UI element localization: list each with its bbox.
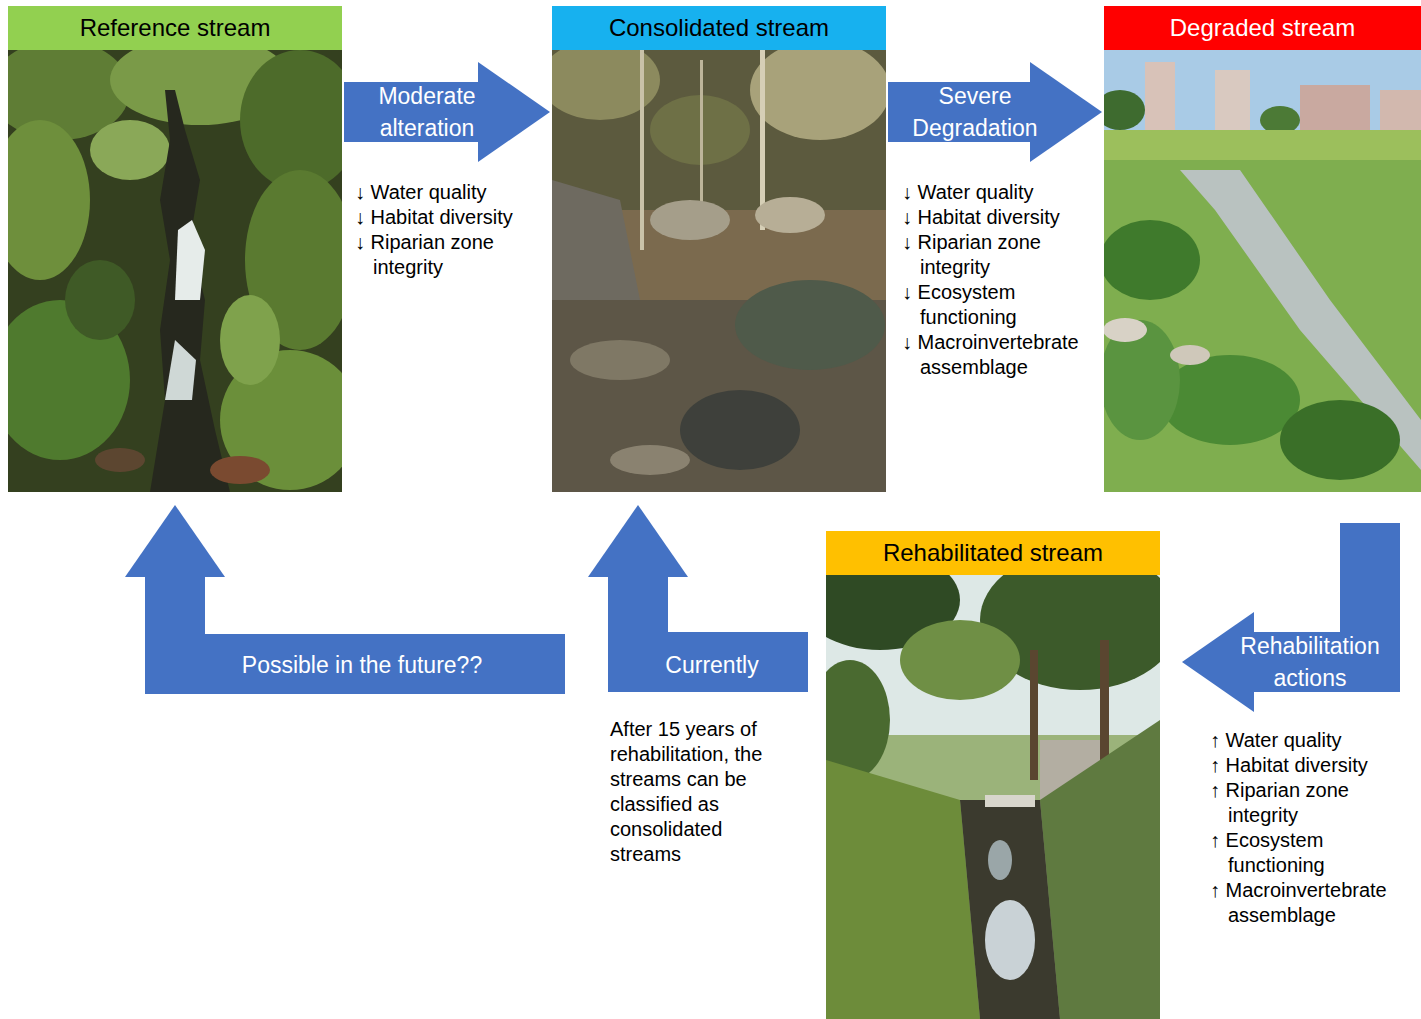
panel-header: Degraded stream <box>1104 6 1421 50</box>
photo-detail <box>240 50 342 190</box>
panel-title: Consolidated stream <box>609 6 829 50</box>
stream-photo <box>826 575 1160 1019</box>
effect-item: ↑ Habitat diversity <box>1210 753 1405 778</box>
photo-detail <box>210 456 270 484</box>
effect-item: ↑ Macroinvertebrate assemblage <box>1210 878 1405 928</box>
photo-detail <box>1104 90 1145 130</box>
effect-item: ↓ Water quality <box>902 180 1097 205</box>
photo-detail <box>8 120 90 280</box>
photo-detail <box>570 340 670 380</box>
block-arrow <box>344 62 550 162</box>
photo-detail <box>175 220 205 300</box>
arrow-label: Moderate alteration <box>352 80 502 144</box>
stream-photo <box>1104 50 1421 492</box>
photo-area <box>1145 62 1175 130</box>
panel-title: Reference stream <box>80 6 271 50</box>
photo-area <box>985 795 1035 807</box>
photo-detail <box>750 50 886 140</box>
arrow-body <box>175 577 565 664</box>
effect-item: ↓ Macroinvertebrate assemblage <box>902 330 1097 380</box>
stream-photo <box>8 50 342 492</box>
photo-detail <box>985 900 1035 980</box>
arrow-body <box>638 577 808 662</box>
effect-item: ↓ Habitat diversity <box>355 205 547 230</box>
photo-detail <box>610 445 690 475</box>
photo-detail <box>900 620 1020 700</box>
photo-detail <box>220 295 280 385</box>
arrow-head <box>1182 612 1254 712</box>
photo-detail <box>680 390 800 470</box>
photo-detail <box>1170 345 1210 365</box>
block-arrow <box>588 505 808 662</box>
photo-area <box>1030 650 1038 780</box>
photo-detail <box>150 90 230 492</box>
label-column: ↓ Water quality↓ Habitat diversity↓ Ripa… <box>902 180 1097 380</box>
effect-item: ↑ Ecosystem functioning <box>1210 828 1405 878</box>
photo-detail <box>90 120 170 180</box>
arrow-head <box>588 505 688 577</box>
effect-item: ↓ Habitat diversity <box>902 205 1097 230</box>
photo-detail <box>1160 355 1300 445</box>
panel-title: Rehabilitated stream <box>883 531 1103 575</box>
panel-title: Degraded stream <box>1170 6 1355 50</box>
photo-detail <box>1104 220 1200 300</box>
arrow-head <box>478 62 550 162</box>
photo-detail <box>650 200 730 240</box>
stream-photo <box>552 50 886 492</box>
photo-detail <box>960 800 1060 1019</box>
stream-panel: Consolidated stream <box>552 6 886 492</box>
photo-area <box>1104 130 1421 160</box>
photo-detail <box>826 760 980 1019</box>
photo-detail <box>165 340 196 400</box>
stream-panel: Reference stream <box>8 6 342 492</box>
stream-panel: Degraded stream <box>1104 6 1421 492</box>
arrow-head <box>125 505 225 577</box>
photo-detail <box>65 260 135 340</box>
effect-item: ↓ Ecosystem functioning <box>902 280 1097 330</box>
arrow-label: Rehabilitation actions <box>1228 630 1393 694</box>
photo-detail <box>1260 106 1300 134</box>
effect-item: ↑ Water quality <box>1210 728 1405 753</box>
photo-area <box>1104 50 1421 140</box>
panel-header: Reference stream <box>8 6 342 50</box>
block-arrow <box>125 505 565 664</box>
block-arrow <box>888 62 1102 162</box>
panel-header: Consolidated stream <box>552 6 886 50</box>
label-column: ↓ Water quality↓ Habitat diversity↓ Ripa… <box>355 180 547 280</box>
photo-area <box>640 50 644 250</box>
effect-item: ↓ Water quality <box>355 180 547 205</box>
photo-area <box>1215 70 1250 130</box>
effect-item: ↓ Riparian zone integrity <box>902 230 1097 280</box>
label-column: ↑ Water quality↑ Habitat diversity↑ Ripa… <box>1210 728 1405 928</box>
photo-detail <box>988 840 1012 880</box>
arrow-head <box>1030 62 1102 162</box>
note-text: After 15 years of rehabilitation, the st… <box>610 717 785 867</box>
label-column: After 15 years of rehabilitation, the st… <box>610 717 785 867</box>
effect-item: ↑ Riparian zone integrity <box>1210 778 1405 828</box>
panel-header: Rehabilitated stream <box>826 531 1160 575</box>
photo-detail <box>826 660 890 780</box>
arrow-label: Currently <box>665 649 758 681</box>
photo-detail <box>1280 400 1400 480</box>
photo-detail <box>755 197 825 233</box>
photo-detail <box>95 448 145 472</box>
photo-detail <box>1104 318 1147 342</box>
stream-panel: Rehabilitated stream <box>826 531 1160 1019</box>
photo-detail <box>1040 720 1160 1019</box>
photo-area <box>1380 90 1421 130</box>
effect-item: ↓ Riparian zone integrity <box>355 230 547 280</box>
photo-detail <box>735 280 885 370</box>
arrow-label: Severe Degradation <box>900 80 1050 144</box>
arrow-label: Possible in the future?? <box>242 649 482 681</box>
photo-area <box>1300 85 1370 130</box>
